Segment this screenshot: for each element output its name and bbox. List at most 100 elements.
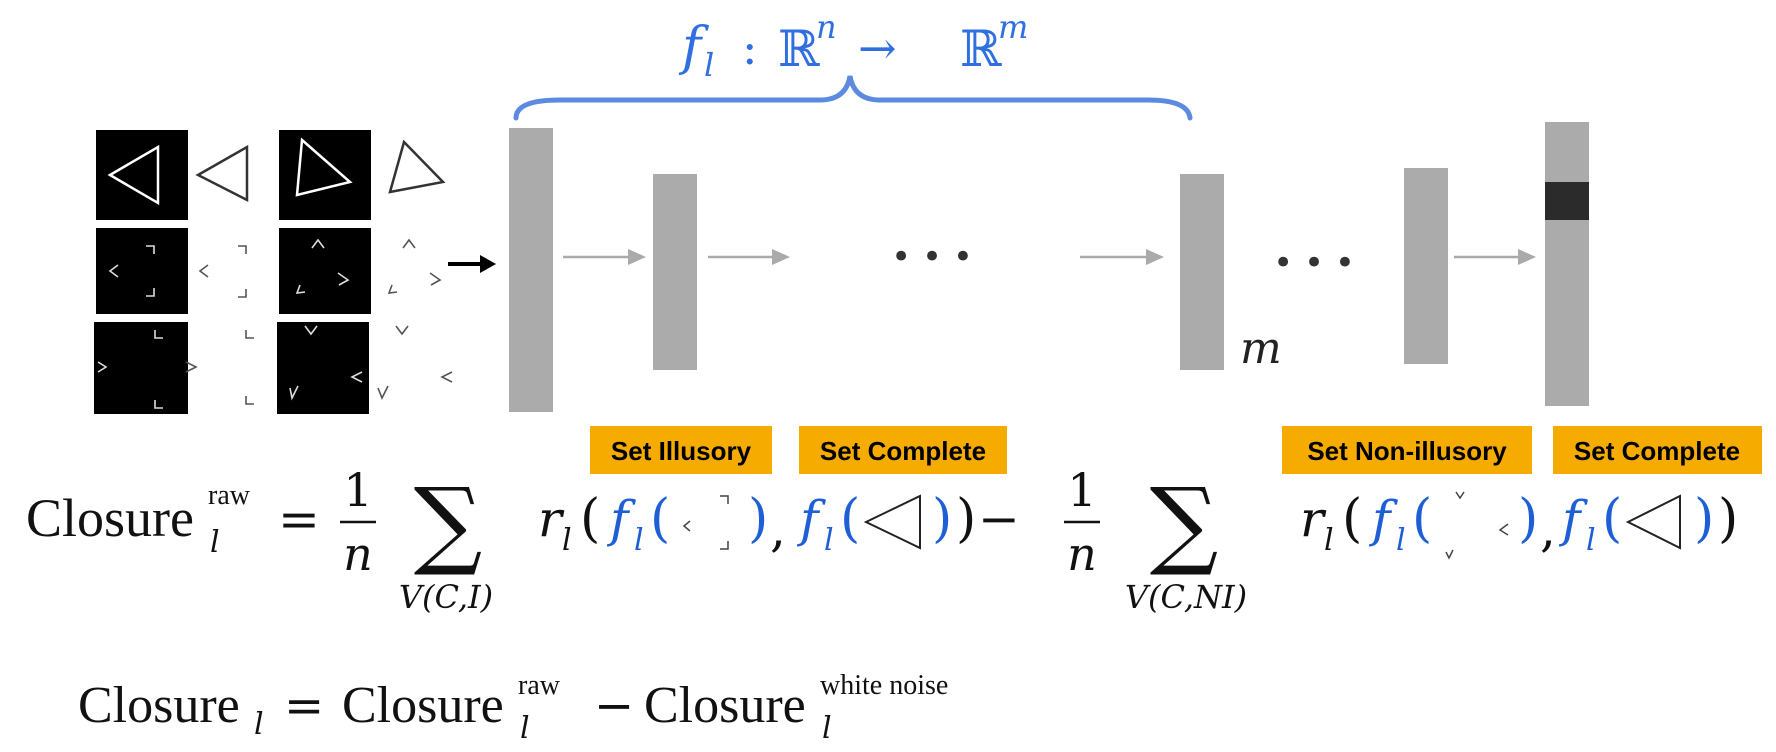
mapping-arrow: → <box>858 21 897 75</box>
layer-bar-2 <box>653 174 697 370</box>
label-set-non-illusory-text: Set Non-illusory <box>1307 436 1507 466</box>
f1-r-2: r <box>1300 490 1327 548</box>
layer-arrow-1 <box>563 249 646 265</box>
f1-comma-2: , <box>1540 500 1556 558</box>
f1-r1-sub: l <box>562 523 572 558</box>
output-highlight-unit <box>1545 182 1589 220</box>
label-set-complete-1: Set Complete <box>799 426 1007 474</box>
stimulus-complete-white-2 <box>388 139 446 194</box>
f1-nonillusory-triangle-icon <box>1445 491 1509 560</box>
f2-closure-3: Closure <box>644 677 806 734</box>
label-set-complete-2-text: Set Complete <box>1574 436 1740 466</box>
f1-f-3: f <box>1368 490 1398 548</box>
f1-f2-sub: l <box>824 523 834 558</box>
mapping-title: f l : ℝ n → ℝ m <box>678 8 1028 84</box>
f1-sum1-sub: V(C,I) <box>399 578 493 616</box>
stimulus-complete-white-1 <box>195 144 249 203</box>
f1-lparen-1: ( <box>580 489 600 549</box>
closure-raw-formula: Closure raw l = 1 n ∑ V(C,I) r l ( f l (… <box>26 463 1738 616</box>
f1-f4-sub: l <box>1586 523 1596 558</box>
f1-lparen-3: ( <box>840 489 860 549</box>
f1-rparen-3: ) <box>956 489 976 549</box>
network-layers <box>509 122 1589 412</box>
stimulus-illusory-black-1 <box>96 228 188 314</box>
f1-rparen-1: ) <box>748 489 768 549</box>
f1-lparen-5: ( <box>1412 489 1432 549</box>
f1-minus: − <box>978 490 1020 548</box>
closure-normalized-formula: Closure l = Closure raw l − Closure whit… <box>78 670 948 746</box>
layer-arrow-4 <box>1454 249 1536 265</box>
f1-sum2-sub: V(C,NI) <box>1125 578 1247 616</box>
f2-equals: = <box>284 678 324 734</box>
mapping-sub: l <box>704 46 714 84</box>
ellipsis-2: • • • <box>1273 243 1355 283</box>
layer-bar-4 <box>1404 168 1448 364</box>
f1-complete-triangle-1-icon <box>863 494 921 550</box>
f2-minus: − <box>594 678 634 734</box>
f1-r2-sub: l <box>1324 523 1334 558</box>
f1-f1-sub: l <box>634 523 644 558</box>
label-set-illusory: Set Illusory <box>590 426 772 474</box>
f1-sup-raw: raw <box>208 480 251 511</box>
ellipsis-1: • • • <box>891 237 973 277</box>
label-set-complete-2: Set Complete <box>1553 426 1762 474</box>
stimulus-illusory-white-1 <box>198 245 247 298</box>
f1-sub-l: l <box>210 525 220 560</box>
stimulus-nonillusory-white-2 <box>377 325 453 400</box>
label-set-illusory-text: Set Illusory <box>611 436 752 466</box>
stimulus-nonillusory-black-1 <box>94 322 188 414</box>
f1-rparen-6: ) <box>1718 489 1738 549</box>
f1-frac2-num: 1 <box>1067 463 1096 517</box>
stimulus-illusory-white-2 <box>387 238 442 294</box>
layer-arrow-3 <box>1080 249 1164 265</box>
f2-sub-2: l <box>520 711 530 746</box>
f1-sigma-1: ∑ <box>414 467 483 579</box>
layer-bar-m <box>1180 174 1224 370</box>
f1-f-1: f <box>606 490 636 548</box>
f1-rparen-2: ) <box>932 489 952 549</box>
f1-equals: = <box>278 490 320 548</box>
layer-arrow-2 <box>708 249 790 265</box>
stimulus-grid <box>94 130 453 414</box>
f1-lparen-4: ( <box>1342 489 1362 549</box>
f2-closure-2: Closure <box>342 677 504 734</box>
mapping-codomain-exp: m <box>998 8 1028 46</box>
f1-complete-triangle-2-icon <box>1625 494 1681 550</box>
layer-arrows <box>563 249 1536 265</box>
f2-sup-noise: white noise <box>820 670 948 701</box>
mapping-domain: ℝ <box>778 20 820 78</box>
output-layer-bar <box>1545 122 1589 406</box>
mapping-colon: : <box>742 21 758 75</box>
layer-m-label: m <box>1240 323 1282 374</box>
f1-frac1-num: 1 <box>343 463 372 517</box>
f2-sub-1: l <box>254 707 264 742</box>
f1-f-4: f <box>1558 490 1588 548</box>
f2-closure-1: Closure <box>78 677 240 734</box>
mapping-brace <box>513 75 1193 121</box>
f1-frac1-den: n <box>343 527 373 581</box>
stimulus-nonillusory-black-2 <box>277 322 369 414</box>
f1-rparen-5: ) <box>1694 489 1714 549</box>
f1-lparen-2: ( <box>650 489 670 549</box>
f1-sigma-2: ∑ <box>1150 467 1219 579</box>
stimulus-complete-black-1 <box>96 130 188 220</box>
f1-illusory-triangle-icon <box>682 495 729 550</box>
label-set-complete-1-text: Set Complete <box>820 436 986 466</box>
f1-closure: Closure <box>26 488 194 548</box>
mapping-codomain: ℝ <box>960 20 1002 78</box>
f1-f3-sub: l <box>1396 523 1406 558</box>
layer-bar-1 <box>509 128 553 412</box>
f1-comma-1: , <box>770 500 786 558</box>
f2-sub-3: l <box>822 711 832 746</box>
label-set-non-illusory: Set Non-illusory <box>1282 426 1532 474</box>
f1-lparen-6: ( <box>1602 489 1622 549</box>
f1-f-2: f <box>796 490 826 548</box>
f2-sup-raw: raw <box>518 670 561 701</box>
stimulus-nonillusory-white-1 <box>185 330 254 405</box>
input-arrow <box>448 255 496 273</box>
f1-rparen-4: ) <box>1518 489 1538 549</box>
f1-frac2-den: n <box>1067 527 1097 581</box>
mapping-domain-exp: n <box>816 8 837 46</box>
stimulus-complete-black-2 <box>279 130 371 220</box>
